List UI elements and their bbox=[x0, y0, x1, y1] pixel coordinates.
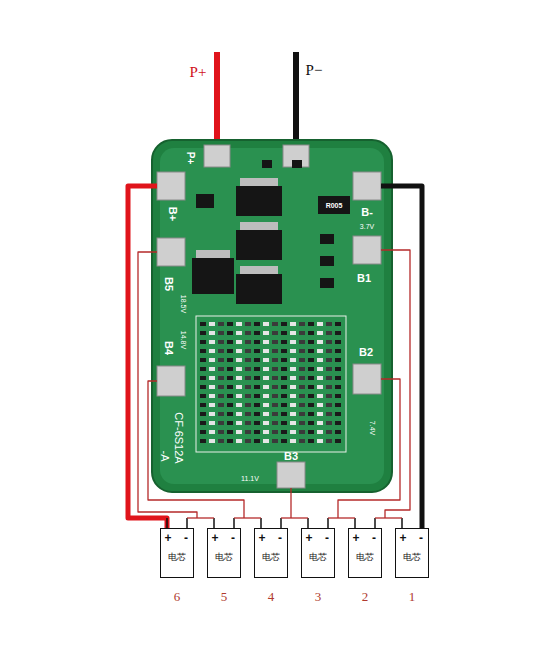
cell-label: 电芯 bbox=[262, 553, 280, 563]
terminal-sign: - bbox=[325, 532, 329, 544]
voltage-marking: 14.8V bbox=[180, 331, 187, 349]
pad-label: P+ bbox=[185, 152, 195, 165]
cell-number: 4 bbox=[268, 590, 275, 603]
cell-label: 电芯 bbox=[309, 553, 327, 563]
cell-number: 1 bbox=[409, 590, 416, 603]
pad-label: B- bbox=[361, 207, 373, 218]
wires bbox=[128, 186, 422, 528]
terminal-sign: + bbox=[164, 532, 171, 544]
voltage-marking: 18.5V bbox=[180, 295, 187, 313]
pad-label: B+ bbox=[167, 207, 178, 221]
lead-label: P− bbox=[306, 63, 323, 78]
terminal-sign: - bbox=[184, 532, 188, 544]
terminal-sign: - bbox=[231, 532, 235, 544]
terminal-sign: + bbox=[305, 532, 312, 544]
silkscreen-frame bbox=[196, 316, 346, 452]
cell-number: 5 bbox=[221, 590, 228, 603]
p-plus-lead bbox=[214, 52, 220, 150]
pcb-board bbox=[152, 140, 392, 492]
pad-label: B3 bbox=[284, 451, 298, 462]
resistor-marking: R005 bbox=[326, 202, 343, 209]
terminal-sign: - bbox=[278, 532, 282, 544]
voltage-marking: 3.7V bbox=[360, 223, 374, 230]
cell-number: 3 bbox=[315, 590, 322, 603]
voltage-marking: 7.4V bbox=[369, 421, 376, 435]
terminal-sign: + bbox=[399, 532, 406, 544]
terminal-sign: - bbox=[372, 532, 376, 544]
pad-label: B4 bbox=[163, 341, 174, 355]
pad-label: B1 bbox=[357, 273, 371, 284]
pad-label: B2 bbox=[359, 347, 373, 358]
board-model: CF-6S12A bbox=[173, 412, 184, 463]
p-minus-lead bbox=[293, 52, 299, 150]
terminal-sign: - bbox=[419, 532, 423, 544]
voltage-marking: 11.1V bbox=[241, 475, 259, 482]
board-model: -A bbox=[159, 451, 170, 462]
lead-label: P+ bbox=[190, 65, 207, 80]
cell-number: 2 bbox=[362, 590, 369, 603]
pcb-face bbox=[160, 148, 384, 484]
cell-label: 电芯 bbox=[168, 553, 186, 563]
terminal-sign: + bbox=[258, 532, 265, 544]
pad-label: B5 bbox=[163, 277, 174, 291]
cell-label: 电芯 bbox=[403, 553, 421, 563]
solder-pads bbox=[157, 145, 381, 488]
cell-label: 电芯 bbox=[215, 553, 233, 563]
small-chips bbox=[196, 160, 350, 288]
mosfets bbox=[192, 178, 282, 304]
smd-array bbox=[200, 322, 341, 443]
cell-terminals bbox=[167, 518, 422, 528]
cell-label: 电芯 bbox=[356, 553, 374, 563]
terminal-sign: + bbox=[211, 532, 218, 544]
terminal-sign: + bbox=[352, 532, 359, 544]
cell-number: 6 bbox=[174, 590, 181, 603]
